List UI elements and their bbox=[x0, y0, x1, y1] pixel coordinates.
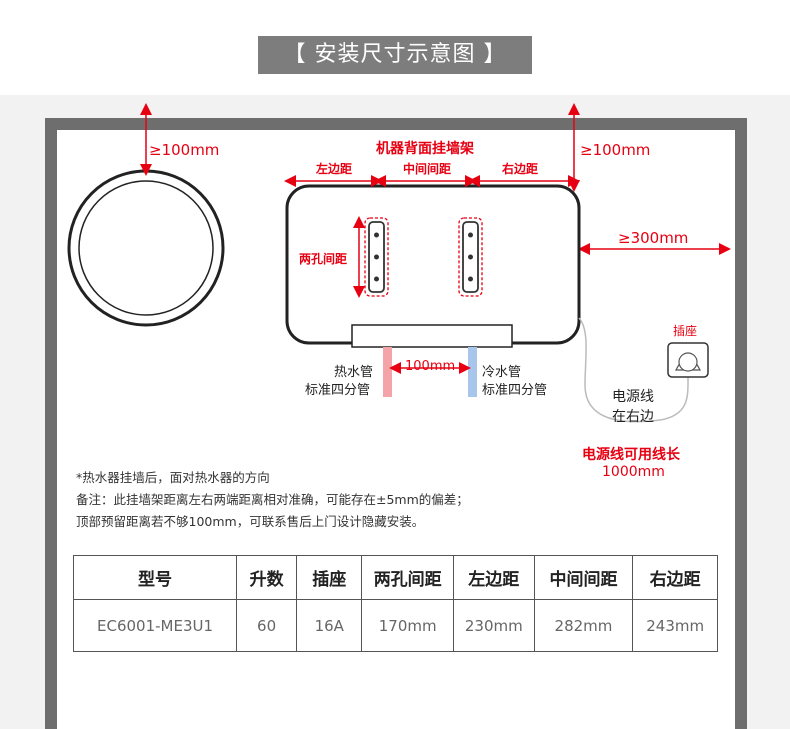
center-distance-label: 中间间距 bbox=[403, 162, 452, 176]
left-margin-label: 左边距 bbox=[316, 162, 353, 176]
right-margin-label: 右边距 bbox=[502, 162, 539, 176]
cord-length-value: 1000mm bbox=[602, 464, 665, 480]
side-gap-label: ≥300mm bbox=[618, 229, 689, 247]
spec-table: 型号 升数 插座 两孔间距 左边距 中间间距 右边距 EC6001-ME3U1 … bbox=[72, 555, 718, 652]
hole-spacing-label: 两孔间距 bbox=[299, 252, 348, 266]
cell-socket: 16A bbox=[296, 599, 363, 652]
table-header-row: 型号 升数 插座 两孔间距 左边距 中间间距 右边距 bbox=[72, 555, 718, 600]
cold-water-pipe bbox=[468, 347, 477, 397]
hot-pipe-label: 热水管 bbox=[334, 365, 374, 380]
note-line-3: 顶部预留距离若不够100mm，可联系售后上门设计隐藏安装。 bbox=[76, 514, 425, 529]
cell-left-margin: 230mm bbox=[453, 599, 535, 652]
cell-capacity: 60 bbox=[236, 599, 298, 652]
header-capacity: 升数 bbox=[236, 555, 298, 600]
pipe-gap-label: 100mm bbox=[405, 359, 456, 374]
bracket-title: 机器背面挂墙架 bbox=[376, 141, 474, 157]
note-line-1: *热水器挂墙后，面对热水器的方向 bbox=[76, 470, 270, 485]
header-hole-spacing: 两孔间距 bbox=[361, 555, 455, 600]
cord-side-label: 在右边 bbox=[612, 409, 654, 425]
left-wall-bracket bbox=[364, 217, 389, 297]
hot-pipe-spec: 标准四分管 bbox=[305, 383, 371, 398]
header-left-margin: 左边距 bbox=[453, 555, 535, 600]
cell-model: EC6001-ME3U1 bbox=[72, 599, 238, 652]
cell-center-distance: 282mm bbox=[533, 599, 634, 652]
cold-pipe-label: 冷水管 bbox=[482, 365, 522, 380]
table-row: EC6001-ME3U1 60 16A 170mm 230mm 282mm 24… bbox=[72, 599, 718, 652]
heater-end-inner bbox=[78, 180, 214, 316]
right-wall-bracket bbox=[458, 217, 483, 297]
cell-right-margin: 243mm bbox=[632, 599, 718, 652]
header-center-distance: 中间间距 bbox=[533, 555, 634, 600]
cell-hole-spacing: 170mm bbox=[361, 599, 455, 652]
heater-bottom-panel bbox=[351, 324, 513, 348]
page-title: 【 安装尺寸示意图 】 bbox=[258, 36, 532, 74]
header-socket: 插座 bbox=[296, 555, 363, 600]
header-model: 型号 bbox=[72, 555, 238, 600]
cord-label: 电源线 bbox=[612, 389, 654, 405]
hot-water-pipe bbox=[383, 347, 392, 397]
cord-length-label: 电源线可用线长 bbox=[582, 447, 680, 463]
top-gap-right-label: ≥100mm bbox=[580, 141, 651, 159]
cold-pipe-spec: 标准四分管 bbox=[482, 383, 548, 398]
note-line-2: 备注：此挂墙架距离左右两端距离相对准确，可能存在±5mm的偏差； bbox=[76, 492, 469, 507]
socket-label: 插座 bbox=[673, 324, 698, 338]
power-cord bbox=[578, 317, 689, 423]
top-gap-left-label: ≥100mm bbox=[149, 141, 220, 159]
header-right-margin: 右边距 bbox=[632, 555, 718, 600]
socket-icon bbox=[667, 342, 709, 378]
